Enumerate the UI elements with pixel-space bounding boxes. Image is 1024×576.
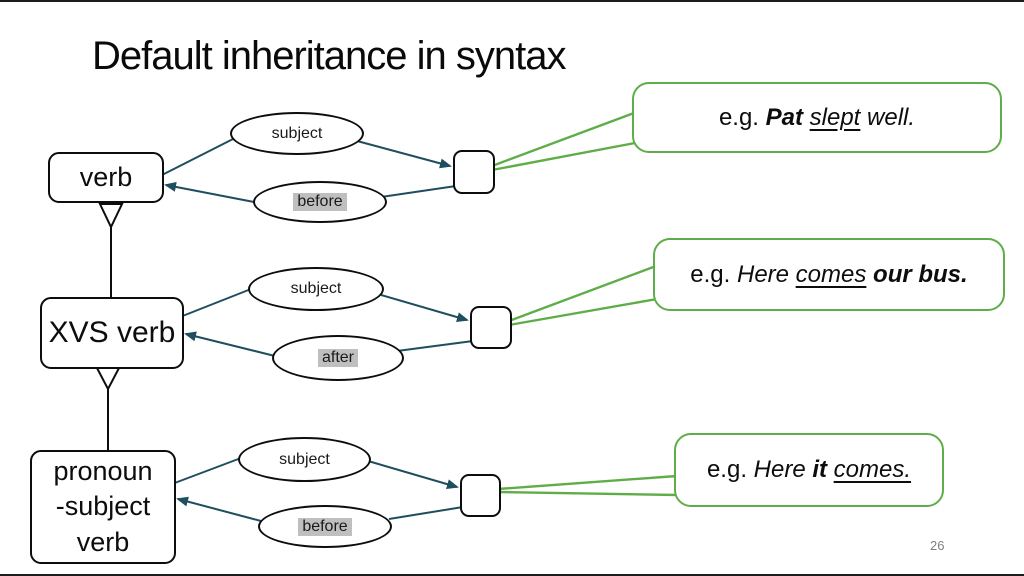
row2-node-to-subject-line [179,288,252,318]
node-verb: verb [48,152,164,203]
row2-connectors [179,288,474,357]
row1-subject-ellipse: subject [230,112,364,155]
row2-after-label: after [317,349,358,367]
row2-example-callout: e.g. Here comes our bus. [653,238,1005,311]
row1-example-seg-3: slept [809,103,861,131]
slide-top-edge [0,0,1024,2]
row3-value-slot-node [460,474,501,517]
row3-example-seg-1: e.g. [706,456,754,483]
row1-example-callout: e.g. Pat slept well. [632,82,1002,153]
row2-example-seg-3: comes [795,260,867,288]
row3-connectors [171,457,464,522]
row3-subject-ellipse: subject [238,437,371,482]
row1-before-ellipse: before [253,181,387,223]
row1-callout-pointer-bottom [491,141,636,172]
row1-example-seg-2: Pat [765,103,810,131]
row1-connectors [159,137,457,203]
row2-example-seg-4: our bus. [866,260,968,288]
row3-example-seg-3: it [812,456,834,483]
callout-pointers [491,111,679,497]
row1-before-to-node-arrow [164,181,255,203]
row2-slot-to-after-line [396,340,474,352]
row3-before-ellipse: before [258,505,392,548]
row3-example-callout: e.g. Here it comes. [674,433,944,507]
slide-bottom-edge [0,574,1024,576]
page-number: 26 [930,538,945,553]
row2-callout-pointer-top [508,264,657,323]
row2-example-seg-2: Here [736,260,796,288]
node-xvs-verb: XVS verb [40,297,184,369]
slide-title: Default inheritance in syntax [92,34,566,78]
row1-callout-pointer-top [491,111,635,168]
row3-callout-pointer-bottom [497,490,679,497]
row3-example-text: e.g. Here it comes. [707,456,911,484]
row3-before-label: before [298,517,352,536]
row2-after-to-node-arrow [184,331,276,357]
node-verb-label: verb [79,162,133,192]
node-pronoun-subject-verb: pronoun -subject verb [30,450,176,564]
row3-node-to-subject-line [171,457,242,485]
row2-subject-label: subject [290,280,342,297]
row1-example-seg-1: e.g. [718,103,766,131]
row2-after-ellipse: after [272,335,404,381]
row2-subject-ellipse: subject [248,267,384,311]
row3-callout-pointer-top [497,474,678,491]
row2-example-seg-1: e.g. [690,260,737,288]
row2-callout-pointer-bottom [508,297,658,327]
isa-triangle-xvs [95,367,121,392]
row3-subject-label: subject [279,450,330,468]
row3-slot-to-before-line [388,506,464,520]
row1-value-slot-node [453,150,495,194]
row1-node-to-subject-line [159,137,236,177]
node-xvs-verb-label: XVS verb [48,316,176,349]
row1-slot-to-before-line [380,185,457,198]
row1-subject-label: subject [271,124,323,142]
row1-subject-to-slot-arrow [356,140,452,169]
row3-example-seg-4: comes. [833,456,912,483]
inheritance-links [95,203,124,450]
row2-subject-to-slot-arrow [380,294,469,323]
row1-example-seg-4: well. [860,103,916,131]
row1-example-text: e.g. Pat slept well. [719,104,915,132]
row3-subject-to-slot-arrow [367,460,459,489]
isa-triangle-verb [98,203,124,230]
row3-before-to-node-arrow [176,496,262,522]
row2-example-text: e.g. Here comes our bus. [690,261,967,289]
row3-example-seg-2: Here [753,456,813,483]
row1-before-label: before [293,193,347,211]
node-pronoun-subject-verb-label: pronoun -subject verb [53,455,153,557]
row2-value-slot-node [470,306,512,349]
